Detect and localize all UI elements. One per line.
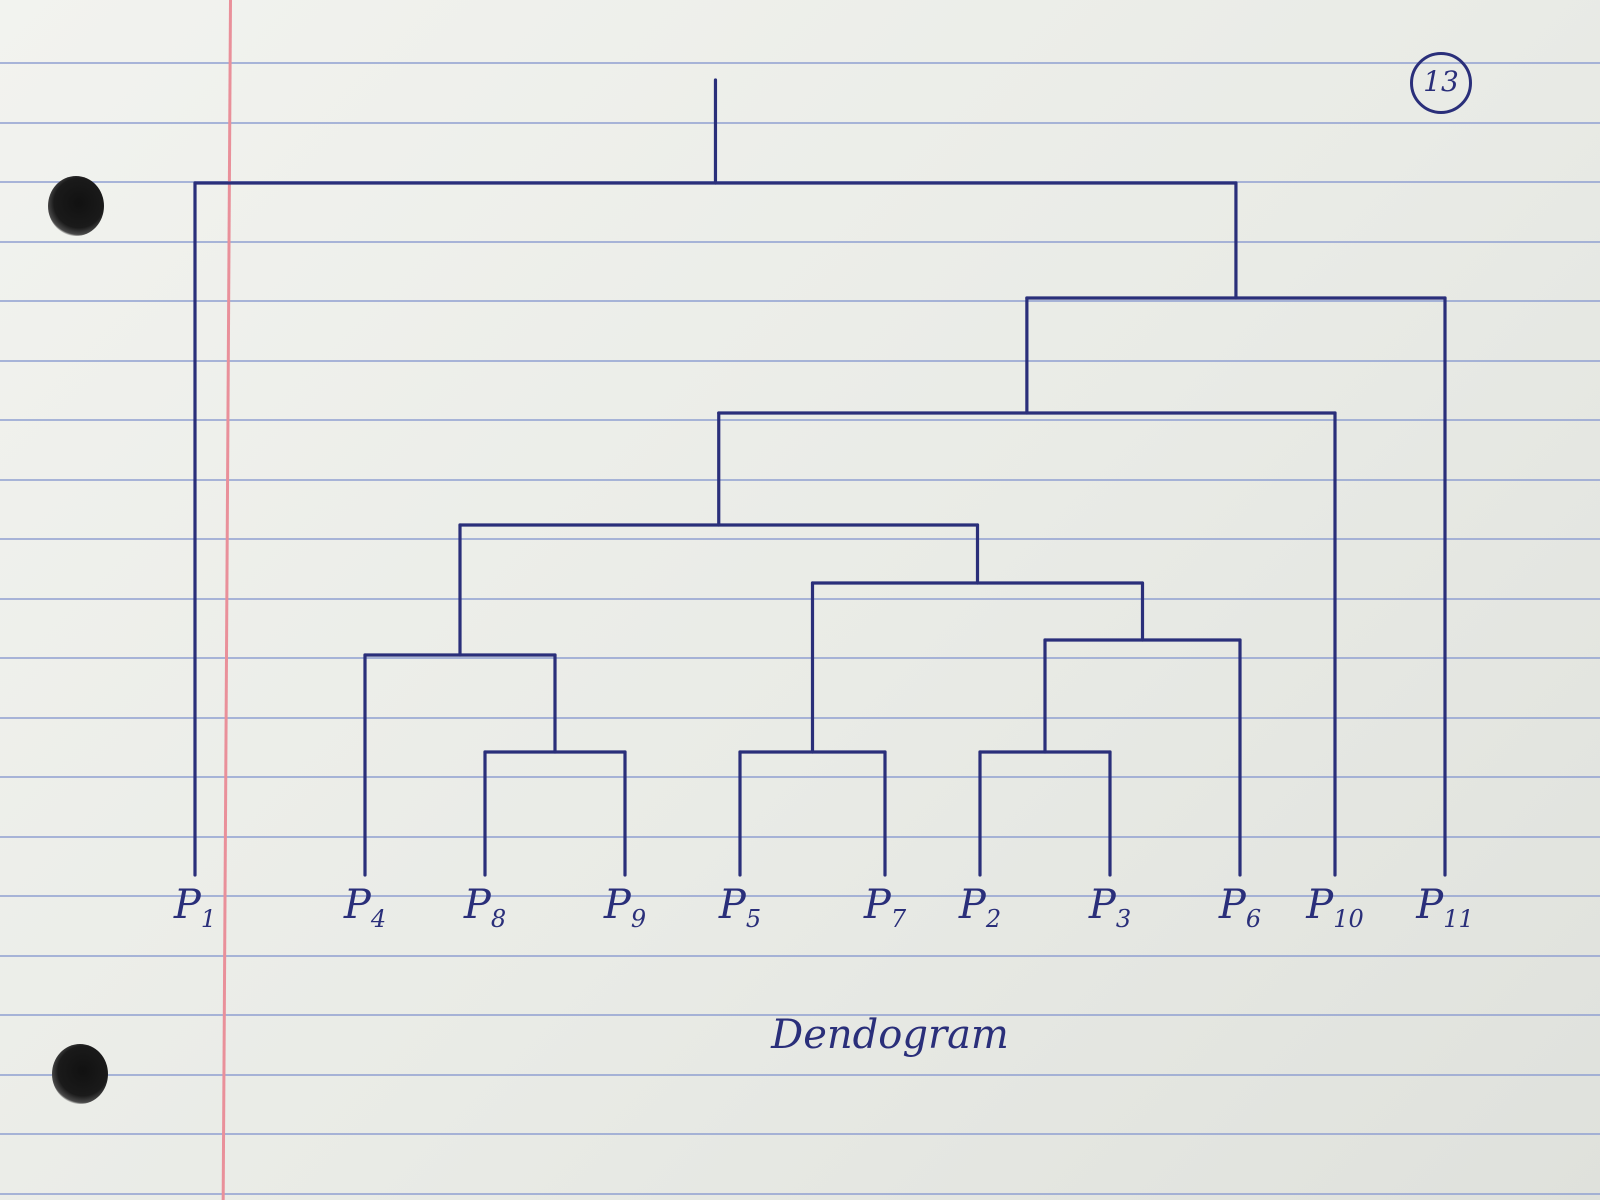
leaf-label-p1: P1 (174, 882, 216, 933)
leaf-letter: P (343, 882, 371, 928)
leaf-letter: P (1416, 882, 1444, 928)
ruled-line (0, 538, 1600, 540)
leaf-letter: P (958, 882, 986, 928)
ruled-line (0, 657, 1600, 659)
ruled-line (0, 776, 1600, 778)
ruled-line (0, 1014, 1600, 1016)
leaf-subscript: 11 (1443, 905, 1474, 933)
leaf-letter: P (173, 882, 201, 928)
ruled-line (0, 895, 1600, 897)
leaf-label-p5: P5 (719, 882, 761, 933)
caption: Dendogram (771, 1012, 1009, 1058)
leaf-letter: P (718, 882, 746, 928)
ruled-line (0, 419, 1600, 421)
ruled-line (0, 955, 1600, 957)
leaf-label-p8: P8 (464, 882, 506, 933)
ruled-line (0, 717, 1600, 719)
ruled-line (0, 62, 1600, 64)
leaf-subscript: 4 (370, 905, 387, 933)
leaf-label-p7: P7 (864, 882, 906, 933)
leaf-subscript: 3 (1115, 905, 1132, 933)
leaf-letter: P (1218, 882, 1246, 928)
leaf-subscript: 10 (1333, 905, 1364, 933)
leaf-letter: P (1088, 882, 1116, 928)
leaf-label-p9: P9 (604, 882, 646, 933)
binder-hole-bottom (52, 1044, 108, 1104)
leaf-subscript: 8 (490, 905, 507, 933)
ruled-line (0, 479, 1600, 481)
ruled-line (0, 1133, 1600, 1135)
ruled-line (0, 1193, 1600, 1195)
leaf-letter: P (1306, 882, 1334, 928)
leaf-letter: P (603, 882, 631, 928)
leaf-label-p2: P2 (959, 882, 1001, 933)
leaf-subscript: 5 (745, 905, 762, 933)
leaf-label-p6: P6 (1219, 882, 1261, 933)
leaf-letter: P (463, 882, 491, 928)
leaf-label-p3: P3 (1089, 882, 1131, 933)
page-number: 13 (1410, 52, 1472, 114)
ruled-line (0, 598, 1600, 600)
ruled-line (0, 836, 1600, 838)
leaf-subscript: 9 (630, 905, 647, 933)
ruled-line (0, 241, 1600, 243)
ruled-line (0, 360, 1600, 362)
leaf-subscript: 1 (200, 905, 217, 933)
leaf-subscript: 6 (1245, 905, 1262, 933)
leaf-label-p4: P4 (344, 882, 386, 933)
leaf-subscript: 2 (985, 905, 1002, 933)
leaf-subscript: 7 (890, 905, 907, 933)
leaf-letter: P (863, 882, 891, 928)
leaf-label-p10: P10 (1306, 882, 1363, 933)
ruled-line (0, 300, 1600, 302)
ruled-line (0, 122, 1600, 124)
binder-hole-top (48, 176, 104, 236)
leaf-label-p11: P11 (1416, 882, 1473, 933)
ruled-line (0, 1074, 1600, 1076)
